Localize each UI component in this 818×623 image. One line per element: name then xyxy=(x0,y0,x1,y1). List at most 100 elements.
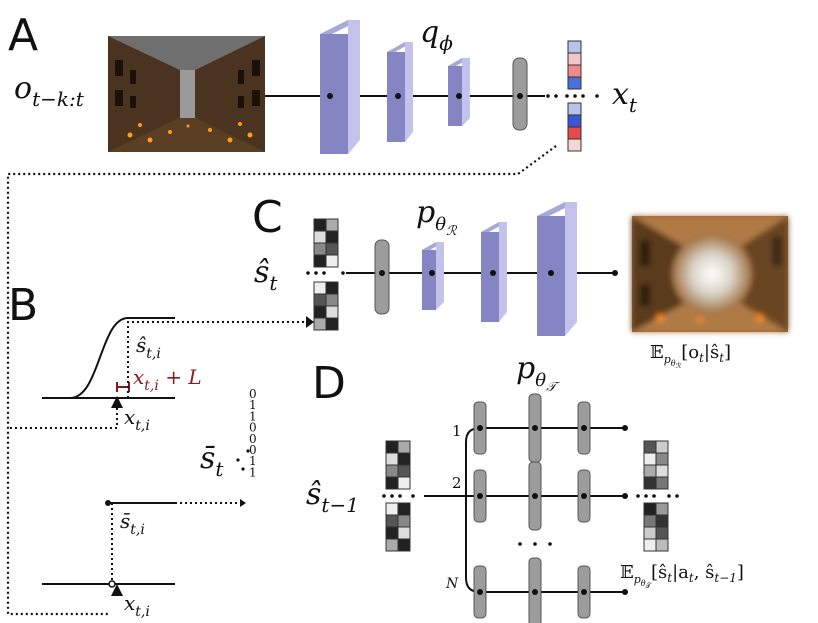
triangle-marker-2 xyxy=(111,584,123,596)
state-grid-cell xyxy=(385,514,399,528)
state-grid-cell xyxy=(385,452,399,466)
state-grid-cell xyxy=(655,526,669,540)
state-grid-cell xyxy=(313,305,327,319)
state-grid-cell xyxy=(385,538,399,552)
state-grid-cell xyxy=(643,464,657,478)
state-grid-cell xyxy=(385,526,399,540)
b-sbar-label: s̄t xyxy=(200,441,224,481)
state-grid-cell xyxy=(313,293,327,307)
state-grid-cell xyxy=(397,502,411,516)
decoder-r-layer-1 xyxy=(422,242,444,310)
prev-state-grid-bottom xyxy=(385,502,411,552)
encoder-dots xyxy=(327,93,599,99)
state-grid-cell xyxy=(325,317,339,331)
state-grid-cell xyxy=(655,464,669,478)
latent-cells-bottom xyxy=(567,102,582,152)
b-sbar-i-label: s̄t,i xyxy=(120,509,145,538)
state-grid-cell xyxy=(385,502,399,516)
decoder-r-gray-node xyxy=(374,239,390,315)
state-grid-cell xyxy=(313,281,327,295)
state-grid-cell xyxy=(385,476,399,490)
state-dots-c xyxy=(306,271,345,275)
state-grid-cell xyxy=(325,230,339,244)
b-x1-label: xt,i xyxy=(124,405,150,434)
b-shat-label: ŝt,i xyxy=(136,333,161,362)
bit-value: 1 xyxy=(249,409,257,423)
state-grid-cell xyxy=(397,464,411,478)
encoder-layer-2 xyxy=(387,42,413,142)
state-hat-label: ŝt xyxy=(254,255,278,295)
state-grid-bottom xyxy=(313,281,339,331)
decoder-t-label: pθ𝒯 xyxy=(516,351,560,395)
expect-t-label: 𝔼pθ𝒯[ŝt|at, ŝt−1] xyxy=(620,562,744,590)
bit-value: 0 xyxy=(249,443,257,457)
state-grid-cell xyxy=(643,526,657,540)
state-grid-cell xyxy=(313,317,327,331)
observation-image xyxy=(108,36,265,152)
state-grid-top xyxy=(313,218,339,268)
shat-arrowhead xyxy=(306,316,314,328)
bit-value: 1 xyxy=(249,454,257,468)
state-grid-cell xyxy=(325,242,339,256)
b-dotted-1 xyxy=(8,408,118,429)
branch-dots xyxy=(477,425,628,595)
encoder-label: qϕ xyxy=(420,15,453,55)
decoder-r-layer-3 xyxy=(537,202,577,336)
state-grid-cell xyxy=(325,281,339,295)
state-grid-cell xyxy=(313,254,327,268)
state-grid-cell xyxy=(385,464,399,478)
shat-arrow xyxy=(127,321,306,398)
state-grid-cell xyxy=(397,526,411,540)
encoder-layer-1 xyxy=(320,20,360,154)
panel-b-letter: B xyxy=(8,280,38,331)
branch-1-label: 1 xyxy=(452,422,462,440)
decoder-r-label: pθℛ xyxy=(416,195,458,239)
latent-cell xyxy=(567,126,582,140)
bit-value: 0 xyxy=(249,421,257,435)
next-state-grid-bottom xyxy=(643,502,669,552)
state-grid-cell xyxy=(325,305,339,319)
latent-cell xyxy=(567,138,582,152)
bit-value: 1 xyxy=(249,465,257,479)
state-grid-cell xyxy=(643,452,657,466)
latent-cell xyxy=(567,76,582,90)
sbar-arrowhead xyxy=(240,499,246,507)
state-grid-cell xyxy=(397,538,411,552)
triangle-marker-1 xyxy=(111,396,123,408)
step-closed-dot xyxy=(105,500,111,506)
state-grid-cell xyxy=(313,218,327,232)
state-grid-cell xyxy=(397,476,411,490)
prev-state-dots xyxy=(382,494,415,498)
sigmoid-curve xyxy=(42,317,175,399)
state-grid-cell xyxy=(655,538,669,552)
state-grid-cell xyxy=(643,538,657,552)
state-grid-cell xyxy=(655,502,669,516)
state-grid-cell xyxy=(643,476,657,490)
latent-cell xyxy=(567,64,582,78)
latent-cell xyxy=(567,114,582,128)
b-xplus-label: xt,i + L xyxy=(133,365,202,394)
latent-to-b-connector xyxy=(6,145,557,616)
state-grid-cell xyxy=(397,452,411,466)
prev-state-grid-top xyxy=(385,440,411,490)
state-grid-cell xyxy=(385,440,399,454)
state-grid-cell xyxy=(655,476,669,490)
bit-value: 0 xyxy=(249,432,257,446)
expect-r-label: 𝔼pθℛ[ot|ŝt] xyxy=(650,342,731,370)
bit-value: 1 xyxy=(249,398,257,412)
state-grid-cell xyxy=(655,514,669,528)
state-grid-cell xyxy=(397,514,411,528)
state-grid-cell xyxy=(643,440,657,454)
latent-dots xyxy=(565,94,585,98)
latent-cell xyxy=(567,102,582,116)
next-state-grid-top xyxy=(643,440,669,490)
step-open-dot xyxy=(108,580,116,588)
state-grid-cell xyxy=(313,230,327,244)
latent-cells-top xyxy=(567,40,582,90)
state-grid-cell xyxy=(643,502,657,516)
encoder-layer-3 xyxy=(448,58,470,126)
state-grid-cell xyxy=(643,514,657,528)
branch-2-label: 2 xyxy=(452,474,462,492)
